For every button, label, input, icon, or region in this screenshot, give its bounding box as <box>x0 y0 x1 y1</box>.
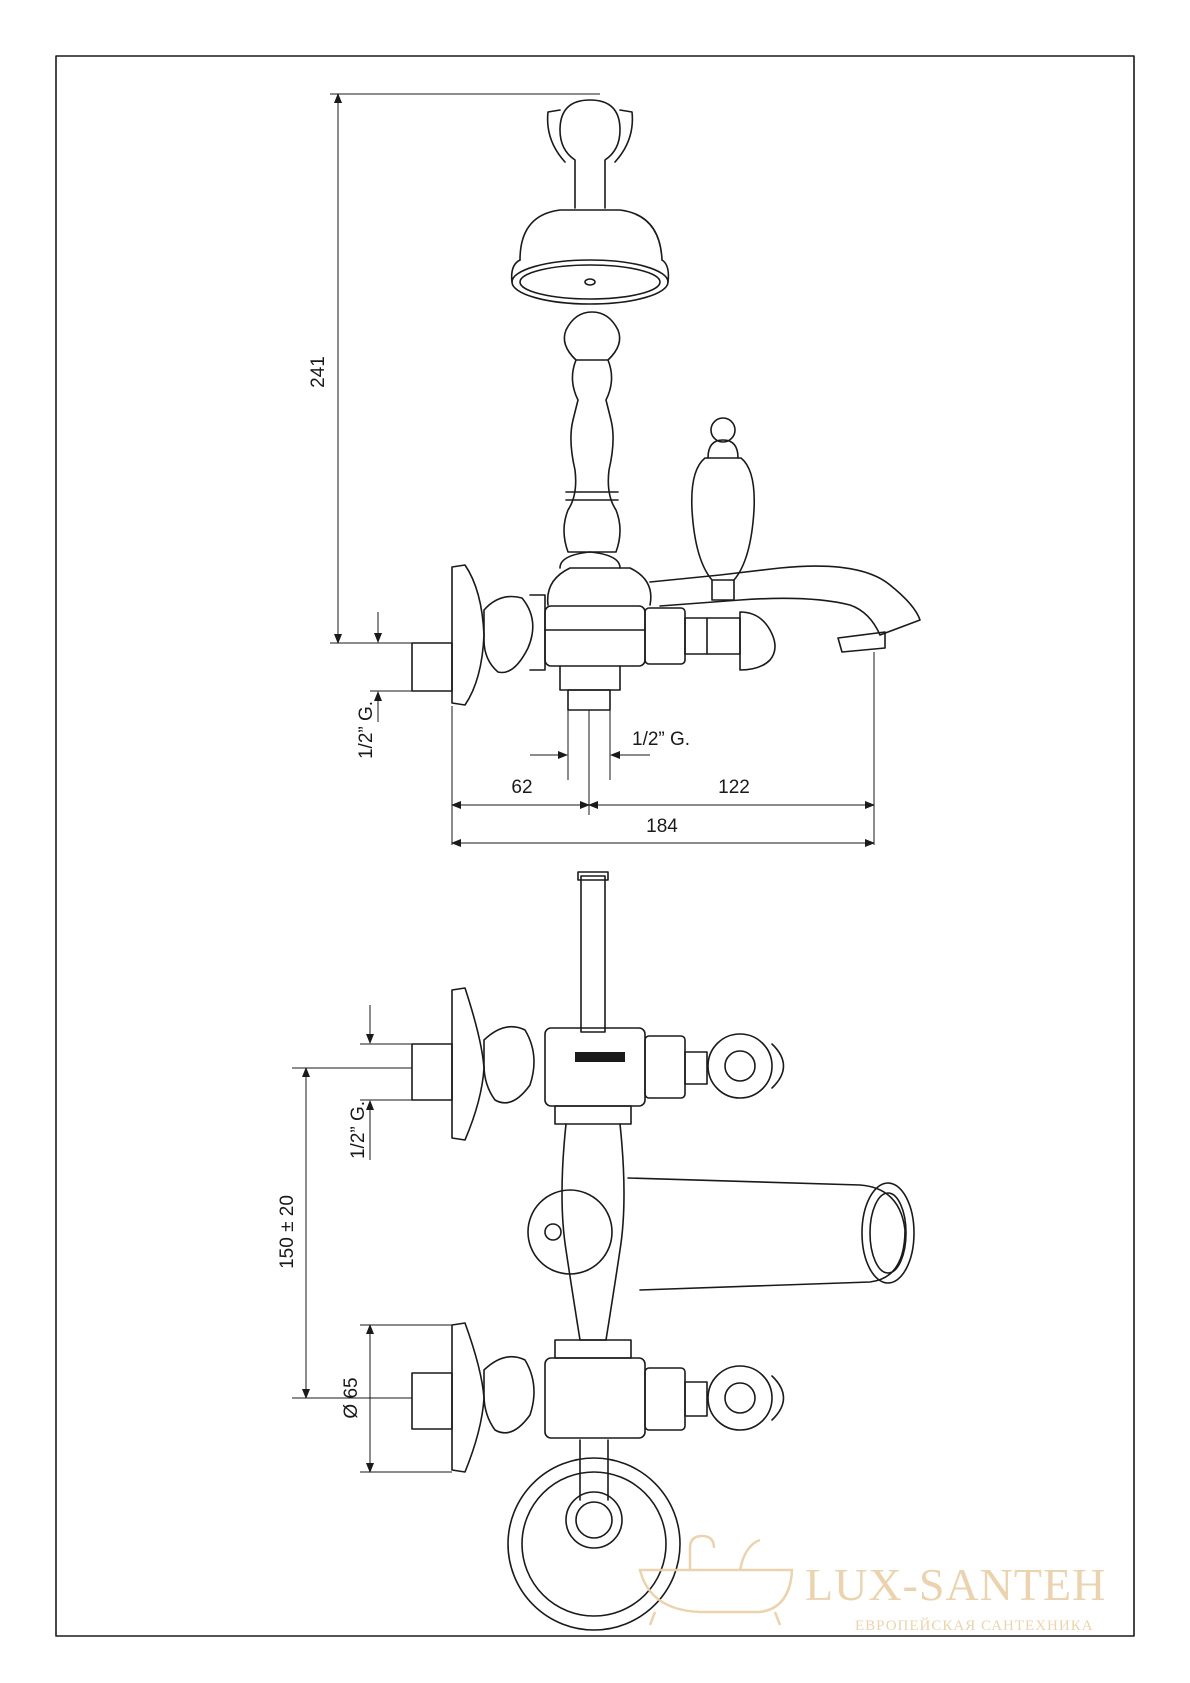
mixer-body <box>544 605 646 667</box>
lever-handle <box>690 457 756 581</box>
dim-height-total: 241 <box>308 356 329 388</box>
bathtub-logo-icon <box>638 1534 794 1626</box>
side-view: 241 1/2” G. 1/2” G. 62 122 184 <box>308 93 921 847</box>
watermark-brand: LUX-SANTEH <box>805 1559 1106 1610</box>
dim-width-total: 184 <box>646 816 678 837</box>
watermark-tagline: ЕВРОПЕЙСКАЯ САНТЕХНИКА <box>855 1617 1094 1634</box>
upper-inlet-thread <box>411 1043 453 1101</box>
top-view: 1/2” G. 150 ± 20 Ø 65 <box>277 871 915 1631</box>
dim-thread-bottom-top: 1/2” G. <box>632 729 690 750</box>
lower-flange <box>451 1322 485 1473</box>
shower-holder <box>559 99 621 209</box>
bottom-thread <box>567 689 611 711</box>
drawing-frame <box>55 55 1135 1637</box>
bath-spout <box>649 565 921 636</box>
dim-flange-diameter: Ø 65 <box>341 1377 362 1418</box>
spout-plan <box>627 1177 906 1291</box>
watermark: LUX-SANTEH ЕВРОПЕЙСКАЯ САНТЕХНИКА <box>638 1534 1106 1634</box>
dim-thread-side-bottom: 1/2” G. <box>348 1101 369 1159</box>
dim-centers: 150 ± 20 <box>277 1195 298 1269</box>
dim-thread-side-top: 1/2” G. <box>356 701 377 759</box>
wall-flange <box>451 564 485 706</box>
shower-hose <box>580 875 606 1033</box>
upper-flange <box>451 987 485 1141</box>
hand-shower-head <box>519 209 663 261</box>
dim-width-left: 62 <box>511 777 532 798</box>
dim-width-right: 122 <box>718 777 750 798</box>
inlet-thread <box>411 642 453 692</box>
shower-column <box>563 359 621 553</box>
lower-inlet-thread <box>411 1372 453 1430</box>
wall-rosette <box>507 1457 681 1631</box>
lower-knob <box>707 1365 773 1431</box>
upper-knob <box>707 1033 773 1099</box>
